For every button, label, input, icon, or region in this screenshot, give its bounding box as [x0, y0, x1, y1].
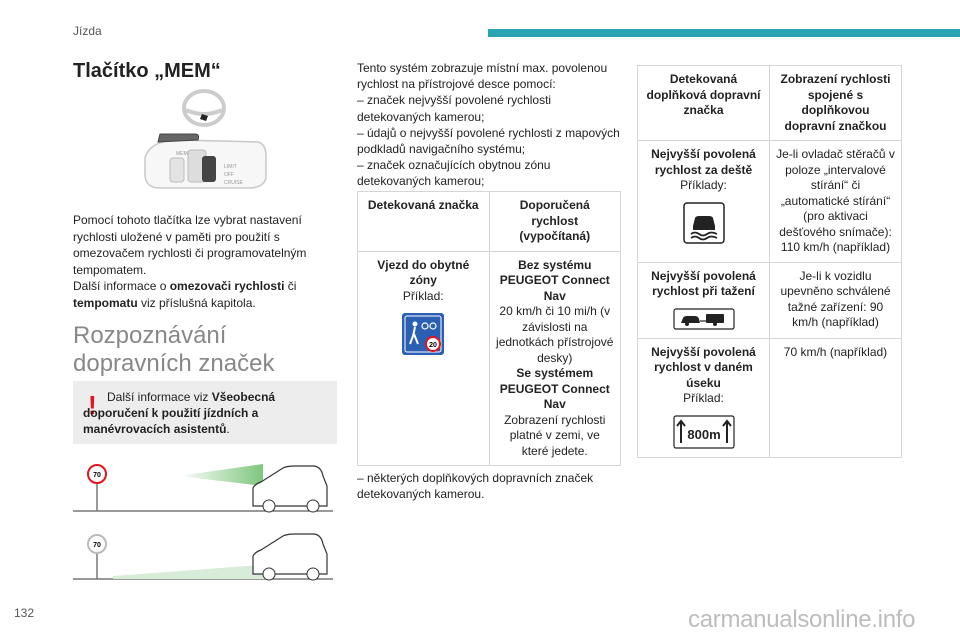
- additional-signs-table: Detekovaná doplňková dopravní značka Zob…: [637, 65, 902, 458]
- residential-zone-table: Detekovaná značka Doporučená rychlost (v…: [357, 191, 621, 466]
- svg-text:70: 70: [93, 542, 101, 549]
- system-intro: Tento systém zobrazuje místní max. povol…: [357, 61, 620, 189]
- info-note: ! Další informace viz Všeobecná doporuče…: [73, 381, 337, 444]
- table-row: Nejvyšší povolená rychlost za deště Přík…: [637, 140, 902, 263]
- table-header: Detekovaná doplňková dopravní značka: [637, 65, 770, 141]
- car-icon: [252, 533, 328, 581]
- svg-text:LIMIT: LIMIT: [224, 164, 237, 170]
- rain-sign-icon: [682, 201, 725, 244]
- svg-text:MEM: MEM: [176, 151, 188, 157]
- residential-zone-sign-icon: 20: [402, 313, 445, 355]
- svg-text:20: 20: [429, 342, 437, 349]
- header-accent-bar: [488, 29, 960, 37]
- table-header: Detekovaná značka: [357, 191, 490, 252]
- svg-text:70: 70: [93, 472, 101, 479]
- table-row: Nejvyšší povolená rychlost při tažení Je…: [637, 261, 902, 339]
- warning-icon: !: [88, 390, 97, 420]
- table-header: Zobrazení rychlosti spojené s doplňkovou…: [769, 65, 902, 141]
- table-row: Nejvyšší povolená rychlost v daném úseku…: [637, 337, 902, 458]
- mem-button-title: Tlačítko „MEM“: [73, 60, 221, 82]
- table-header: Doporučená rychlost (vypočítaná): [488, 191, 621, 252]
- sign-detection-illustration-2: 70: [73, 533, 333, 581]
- cruise-stalk-icon: MEM LIMIT OFF CRUISE: [144, 133, 267, 189]
- distance-sign-icon: 800m: [672, 414, 735, 449]
- car-icon: [252, 465, 328, 513]
- stalk-illustration: MEM LIMIT OFF CRUISE: [144, 89, 267, 189]
- speed-sign-icon: 70: [87, 534, 107, 554]
- additional-signs-text: – některých doplňkových dopravních znače…: [357, 471, 594, 502]
- svg-text:CRUISE: CRUISE: [224, 180, 244, 186]
- section-header: Jízda: [73, 24, 102, 38]
- watermark: carmanualsonline.info: [688, 606, 916, 633]
- svg-text:OFF: OFF: [224, 172, 234, 178]
- sign-detection-illustration: 70: [73, 464, 333, 513]
- mem-description: Pomocí tohoto tlačítka lze vybrat nastav…: [73, 213, 307, 310]
- page-number: 132: [14, 606, 35, 620]
- speed-sign-icon: 70: [87, 464, 107, 484]
- towing-sign-icon: [672, 307, 735, 330]
- section-title: Rozpoznávání dopravních značek: [73, 322, 275, 377]
- svg-text:800m: 800m: [687, 427, 720, 442]
- steering-wheel-icon: [182, 89, 226, 127]
- table-row: Vjezd do obytné zóny Příklad: 20 Bez sys…: [357, 250, 621, 466]
